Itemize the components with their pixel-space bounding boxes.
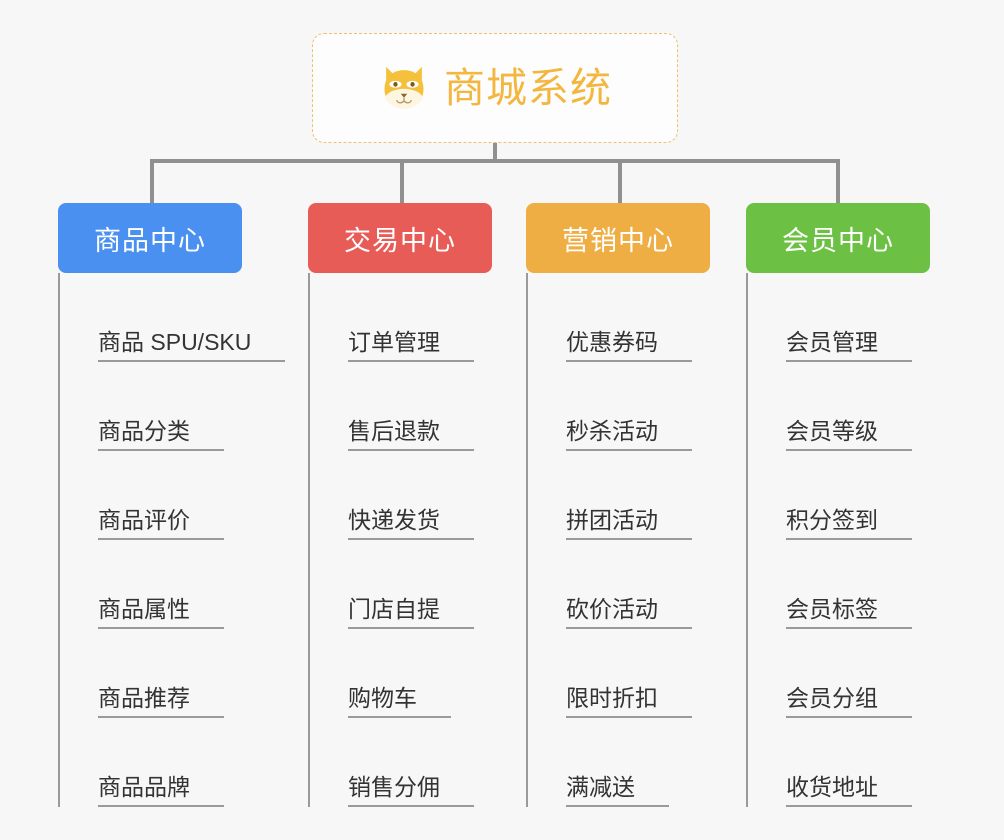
list-item[interactable]: 会员等级 [748, 362, 930, 451]
leaf-label: 购物车 [348, 686, 451, 718]
list-item[interactable]: 订单管理 [310, 273, 492, 362]
list-item[interactable]: 售后退款 [310, 362, 492, 451]
category-header-0[interactable]: 商品中心 [58, 203, 242, 273]
connector-drop-1 [400, 159, 404, 204]
category-header-label: 商品中心 [94, 225, 206, 256]
leaf-label: 会员等级 [786, 419, 912, 451]
list-item[interactable]: 收货地址 [748, 718, 930, 807]
leaf-label: 商品品牌 [98, 775, 224, 807]
list-item[interactable]: 门店自提 [310, 540, 492, 629]
leaf-label: 拼团活动 [566, 508, 692, 540]
leaf-label: 商品属性 [98, 597, 224, 629]
category-header-label: 营销中心 [562, 225, 674, 256]
list-item[interactable]: 限时折扣 [528, 629, 710, 718]
list-item[interactable]: 会员管理 [748, 273, 930, 362]
list-item[interactable]: 拼团活动 [528, 451, 710, 540]
list-item[interactable]: 会员分组 [748, 629, 930, 718]
leaf-label: 商品 SPU/SKU [98, 330, 286, 362]
leaf-label: 收货地址 [786, 775, 912, 807]
category-header-1[interactable]: 交易中心 [308, 203, 492, 273]
list-item[interactable]: 商品 SPU/SKU [60, 273, 286, 362]
list-item[interactable]: 秒杀活动 [528, 362, 710, 451]
category-header-3[interactable]: 会员中心 [746, 203, 930, 273]
leaf-label: 满减送 [566, 775, 669, 807]
leaf-label: 砍价活动 [566, 597, 692, 629]
connector-root-stem [493, 143, 497, 162]
list-item[interactable]: 快递发货 [310, 451, 492, 540]
list-item[interactable]: 购物车 [310, 629, 492, 718]
connector-horizontal-bus [150, 159, 840, 163]
leaf-label: 会员管理 [786, 330, 912, 362]
root-node[interactable]: 商城系统 [312, 33, 678, 143]
leaf-label: 售后退款 [348, 419, 474, 451]
list-item[interactable]: 销售分佣 [310, 718, 492, 807]
connector-drop-3 [836, 159, 840, 204]
leaf-list-3: 会员管理 会员等级 积分签到 会员标签 会员分组 收货地址 [746, 273, 930, 807]
category-header-2[interactable]: 营销中心 [526, 203, 710, 273]
list-item[interactable]: 积分签到 [748, 451, 930, 540]
category-column-3: 会员中心 会员管理 会员等级 积分签到 会员标签 会员分组 收货地址 [746, 203, 930, 807]
leaf-label: 会员标签 [786, 597, 912, 629]
leaf-label: 积分签到 [786, 508, 912, 540]
connector-drop-2 [618, 159, 622, 204]
list-item[interactable]: 优惠券码 [528, 273, 710, 362]
leaf-label: 销售分佣 [348, 775, 474, 807]
category-column-1: 交易中心 订单管理 售后退款 快递发货 门店自提 购物车 销售分佣 [308, 203, 492, 807]
category-header-label: 交易中心 [344, 225, 456, 256]
leaf-label: 商品推荐 [98, 686, 224, 718]
leaf-label: 优惠券码 [566, 330, 692, 362]
list-item[interactable]: 商品评价 [60, 451, 285, 540]
leaf-label: 会员分组 [786, 686, 912, 718]
list-item[interactable]: 商品属性 [60, 540, 285, 629]
category-column-0: 商品中心 商品 SPU/SKU 商品分类 商品评价 商品属性 商品推荐 商品品牌 [58, 203, 286, 807]
leaf-label: 商品评价 [98, 508, 224, 540]
connector-drop-0 [150, 159, 154, 204]
root-title: 商城系统 [444, 64, 612, 111]
list-item[interactable]: 砍价活动 [528, 540, 710, 629]
category-column-2: 营销中心 优惠券码 秒杀活动 拼团活动 砍价活动 限时折扣 满减送 [526, 203, 710, 807]
leaf-label: 商品分类 [98, 419, 224, 451]
leaf-label: 门店自提 [348, 597, 474, 629]
leaf-label: 订单管理 [348, 330, 474, 362]
leaf-list-0: 商品 SPU/SKU 商品分类 商品评价 商品属性 商品推荐 商品品牌 [58, 273, 286, 807]
list-item[interactable]: 会员标签 [748, 540, 930, 629]
leaf-list-2: 优惠券码 秒杀活动 拼团活动 砍价活动 限时折扣 满减送 [526, 273, 710, 807]
leaf-label: 秒杀活动 [566, 419, 692, 451]
list-item[interactable]: 商品品牌 [60, 718, 285, 807]
category-header-label: 会员中心 [782, 225, 894, 256]
leaf-list-1: 订单管理 售后退款 快递发货 门店自提 购物车 销售分佣 [308, 273, 492, 807]
list-item[interactable]: 商品分类 [60, 362, 285, 451]
shiba-dog-emoji [378, 62, 430, 114]
list-item[interactable]: 商品推荐 [60, 629, 285, 718]
leaf-label: 限时折扣 [566, 686, 692, 718]
leaf-label: 快递发货 [348, 508, 474, 540]
list-item[interactable]: 满减送 [528, 718, 710, 807]
